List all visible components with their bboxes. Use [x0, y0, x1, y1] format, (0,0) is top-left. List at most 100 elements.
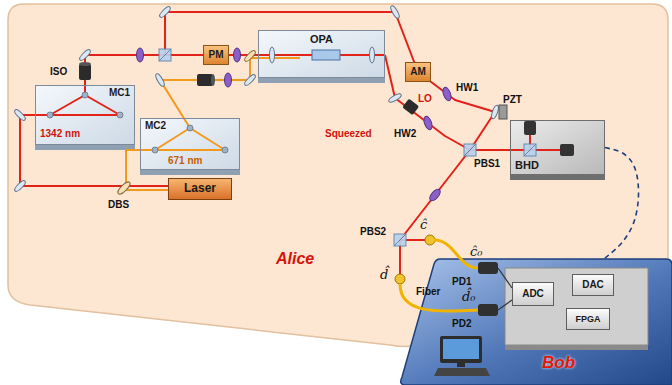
- beam-splitter-cube: [159, 49, 171, 61]
- node-title: Alice: [276, 250, 314, 268]
- laser-beam-1342: [399, 240, 401, 279]
- optics-plate: [35, 145, 135, 150]
- bob-platform: Bob ADC DAC FPGA: [400, 255, 672, 385]
- laser-beam-671: [126, 150, 168, 190]
- waveplate-lens: [137, 48, 453, 203]
- cavity-mirror: [47, 92, 228, 153]
- mirror: [490, 105, 499, 120]
- beam-splitter-cube: [524, 144, 536, 156]
- phase-modulator: PM: [203, 45, 229, 65]
- optical-isolator: [79, 64, 91, 80]
- circuit-board: [505, 268, 648, 350]
- optical-isolator: [402, 99, 419, 116]
- cavity-mirror: [187, 125, 193, 131]
- laser-beam-1342: [165, 12, 495, 150]
- platform-outline: [400, 255, 672, 385]
- mirror: [388, 92, 403, 103]
- signal-wire: [498, 268, 512, 310]
- mirror: [154, 73, 165, 88]
- mirror: [389, 5, 400, 20]
- mirror: [270, 47, 275, 63]
- node-title: Bob: [542, 353, 575, 373]
- optical-isolator: [211, 74, 215, 86]
- node-title: MC2: [145, 120, 166, 132]
- laser-beam-671: [126, 58, 300, 190]
- fiber-coupler: [395, 235, 435, 284]
- laser-beam-1342: [20, 115, 168, 186]
- fiber-coupler: [395, 274, 405, 284]
- optics-plate: [258, 30, 385, 78]
- mirror: [13, 108, 26, 121]
- waveplate-lens: [428, 187, 442, 202]
- node-title: ADC: [522, 288, 544, 300]
- mode-operator: ĉ: [420, 218, 427, 233]
- laser-beam-1342: [20, 12, 566, 279]
- wavelength-label: 1342 nm: [40, 128, 80, 140]
- optics-plate: [140, 170, 240, 175]
- waveplate-lens: [225, 73, 232, 87]
- node-title: BHD: [515, 159, 539, 172]
- optics-plate: [35, 85, 135, 145]
- node-title: Laser: [184, 182, 216, 196]
- laser-beam-1342: [50, 95, 120, 115]
- photodetector: [524, 121, 536, 135]
- nonlinear-crystal: [312, 50, 340, 60]
- computer-icon: [443, 339, 479, 359]
- beam-splitter-cube: [159, 49, 171, 61]
- cavity-mirror: [82, 92, 88, 98]
- optics-plate: [510, 120, 605, 175]
- optical-fiber: [400, 240, 478, 311]
- node-title: FPGA: [575, 314, 600, 324]
- beam-splitter-cube: [464, 144, 476, 156]
- dichroic-mirror: [243, 49, 256, 62]
- waveplate-lens: [137, 48, 144, 62]
- computer-icon: [434, 336, 490, 376]
- component-label: Fiber: [416, 286, 440, 298]
- node-title: DAC: [582, 279, 604, 291]
- cavity-mirror: [152, 147, 158, 153]
- optical-isolator: [79, 62, 91, 66]
- signal-wire: [498, 268, 512, 288]
- dichroic-mirror: [116, 180, 132, 196]
- component-label: PBS2: [360, 226, 386, 238]
- optical-isolator: [79, 62, 419, 115]
- fpga-chip: FPGA: [566, 308, 610, 330]
- node-title: OPA: [310, 33, 333, 46]
- beam-splitter-cube: [464, 144, 476, 156]
- circuit-board: [505, 345, 648, 350]
- component-label: DBS: [108, 199, 129, 211]
- platform-outline: [401, 259, 672, 385]
- node-title: PM: [209, 49, 224, 61]
- circuit-board: [505, 268, 648, 345]
- beam-splitter-cube: [159, 49, 536, 246]
- component-label: HW2: [394, 128, 416, 140]
- mode-operator: d̂: [380, 268, 388, 283]
- signal-wire: [498, 300, 512, 310]
- laser-beam-1342: [529, 135, 531, 150]
- mirror: [243, 73, 256, 86]
- waveplate-lens: [422, 115, 433, 131]
- cavity-mirror: [47, 112, 53, 118]
- dichroic-mirror: [116, 49, 256, 195]
- detector-plate: BHD: [510, 120, 605, 175]
- photodetector: [524, 121, 574, 156]
- photodiode: [478, 262, 498, 316]
- computer-icon: [440, 336, 482, 363]
- optical-fiber: [400, 284, 478, 311]
- mode-operator: d̂₀: [462, 290, 476, 305]
- component-label: PD1: [452, 276, 471, 288]
- photodetector: [560, 144, 574, 156]
- beam-label: Squeezed: [325, 128, 372, 140]
- cavity-mirror: [117, 112, 123, 118]
- beam-splitter-cube: [394, 234, 406, 246]
- optical-isolator: [197, 74, 213, 86]
- mirror: [13, 5, 499, 193]
- optics-plate: [35, 30, 605, 180]
- node-title: AM: [410, 66, 426, 78]
- converter-chip: ADC: [512, 282, 554, 306]
- laser-beam-1342: [400, 150, 470, 240]
- optics-plate: [258, 78, 385, 83]
- beam-splitter-cube: [524, 144, 536, 156]
- component-label: PD2: [452, 318, 471, 330]
